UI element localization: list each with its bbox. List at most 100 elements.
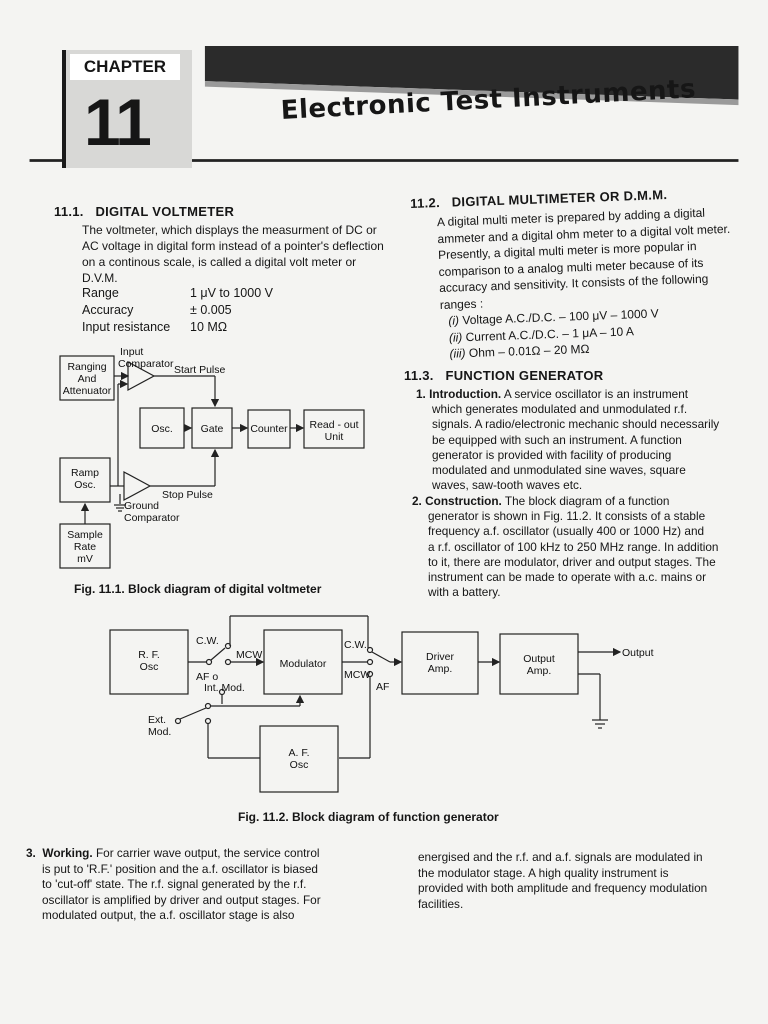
osc-label: Osc. (151, 423, 173, 435)
text-line: be equipped with such an instrument. A f… (432, 432, 682, 447)
item-number: 2. (412, 494, 422, 508)
text-line: which generates modulated and unmodulate… (432, 402, 688, 417)
text-line: A service oscillator is an instrument (503, 387, 689, 401)
mcw-label: MCW (344, 669, 370, 681)
gate-label: Gate (201, 423, 224, 435)
rf-osc-label: Osc (140, 661, 159, 673)
working-continued: energised and the r.f. and a.f. signals … (418, 850, 758, 912)
text-line: a r.f. oscillator of 100 kHz to 250 MHz … (428, 539, 719, 554)
readout-label: Unit (325, 431, 344, 443)
range-index: (iii) (449, 346, 466, 361)
working-paragraph: 3. Working. For carrier wave output, the… (26, 846, 366, 924)
text-line: facilities. (418, 896, 464, 911)
ground-comparator-label: Comparator (124, 512, 180, 524)
figure-11-2-caption: Fig. 11.2. Block diagram of function gen… (238, 810, 499, 824)
item-heading: Introduction. (429, 387, 502, 401)
spec-value: ± 0.005 (190, 303, 232, 317)
section-title: FUNCTION GENERATOR (445, 368, 604, 383)
input-comparator-label: Input (120, 346, 143, 358)
ranging-label: Attenuator (63, 385, 112, 397)
sample-label: mV (77, 553, 93, 565)
dvm-definition: The voltmeter, which displays the measur… (82, 223, 384, 285)
text-line: modulated and unmodulated sine waves, sq… (432, 463, 686, 478)
ext-mod-label: Mod. (148, 726, 171, 738)
range-index: (ii) (448, 329, 463, 345)
ramp-osc-block (59, 457, 111, 503)
ext-mod-label: Ext. (148, 714, 166, 726)
cw-label: C.W. (344, 639, 367, 651)
af-label: AF (376, 681, 389, 693)
dvm-block-diagram: Ranging And Attenuator Input Comparator … (59, 346, 365, 569)
text-line: is put to 'R.F.' position and the a.f. o… (42, 861, 318, 876)
text-line: The block diagram of a function (504, 494, 670, 508)
driver-amp-label: Driver (426, 651, 455, 663)
range-index: (i) (448, 313, 460, 328)
spec-label: Accuracy (82, 303, 134, 317)
ramp-label: Ramp (71, 467, 99, 479)
af-osc-block (259, 725, 339, 793)
output-amp-label: Amp. (527, 665, 552, 677)
af-osc-label: Osc (290, 759, 309, 771)
ground-comparator-label: Ground (124, 500, 159, 512)
ranging-attenuator-block (59, 355, 115, 401)
item-heading: Working. (42, 846, 93, 860)
modulator-label: Modulator (280, 658, 327, 670)
text-line: the modulator stage. A high quality inst… (418, 865, 669, 880)
rf-osc-label: R. F. (138, 649, 160, 661)
item-heading: Construction. (425, 494, 502, 508)
text-line: generator is provided with facility of p… (432, 447, 672, 462)
text-line: generator is shown in Fig. 11.2. It cons… (428, 509, 706, 524)
range-text: Ohm – 0.01Ω – 20 MΩ (468, 341, 590, 361)
text-line: instrument can be made to operate with a… (428, 570, 707, 585)
text-line: waves, saw-tooth waves etc. (432, 478, 583, 493)
spec-label: Input resistance (82, 320, 171, 334)
item-number: 3. (26, 846, 36, 860)
construction-paragraph: 2. Construction. The block diagram of a … (412, 494, 766, 600)
section-11-2: 11.2. DIGITAL MULTIMETER OR D.M.M. A dig… (410, 184, 768, 364)
function-generator-block-diagram: R. F. Osc C.W. MCW AF o Int. Mod. Modula… (109, 615, 654, 793)
input-comparator-label: Comparator (118, 358, 174, 370)
chapter-label: CHAPTER (70, 54, 180, 80)
item-number: 1. (416, 387, 426, 401)
figure-11-1-caption: Fig. 11.1. Block diagram of digital volt… (74, 582, 322, 596)
section-11-3-heading: 11.3. FUNCTION GENERATOR (404, 368, 603, 383)
start-pulse-label: Start Pulse (174, 364, 226, 376)
cw-label: C.W. (196, 635, 219, 647)
section-number: 11.3. (404, 368, 434, 383)
text-line: energised and the r.f. and a.f. signals … (418, 850, 703, 864)
section-11-1-heading: 11.1. DIGITAL VOLTMETER (54, 204, 234, 219)
text-line: provided with both amplitude and frequen… (418, 881, 708, 895)
af-osc-label: A. F. (288, 747, 309, 759)
section-number: 11.2. (410, 194, 441, 211)
text-line: to it, there are modulator, driver and o… (428, 554, 716, 569)
stop-pulse-label: Stop Pulse (162, 489, 213, 501)
section-title: DIGITAL VOLTMETER (95, 204, 235, 219)
sample-label: Sample (67, 529, 103, 541)
section-number: 11.1. (54, 204, 84, 219)
output-label: Output (622, 647, 654, 659)
readout-label: Read - out (309, 419, 358, 431)
ground-comparator-symbol (123, 470, 152, 502)
ranging-label: And (78, 373, 97, 385)
chapter-number: 11 (84, 85, 152, 159)
text-line: frequency a.f. oscillator (usually 400 o… (428, 524, 705, 539)
text-line: to 'cut-off' state. The r.f. signal gene… (42, 877, 307, 891)
spec-value: 10 MΩ (190, 320, 228, 334)
text-line: signals. A radio/electronic mechanic sho… (432, 417, 720, 432)
af-label: AF o (196, 671, 218, 683)
text-line: For carrier wave output, the service con… (95, 846, 320, 860)
counter-label: Counter (250, 423, 288, 435)
text-line: with a battery. (428, 585, 501, 600)
ranging-label: Ranging (67, 361, 106, 373)
introduction-paragraph: 1. Introduction. A service oscillator is… (416, 387, 766, 493)
spec-value: 1 μV to 1000 V (190, 286, 273, 300)
output-amp-label: Output (523, 653, 555, 665)
text-line: oscillator is amplified by driver and ou… (42, 892, 321, 907)
ramp-label: Osc. (74, 479, 96, 491)
driver-amp-label: Amp. (428, 663, 453, 675)
mcw-label: MCW (236, 649, 262, 661)
text-line: modulated output, the a.f. oscillator st… (42, 908, 295, 922)
spec-label: Range (82, 286, 119, 300)
int-mod-label: Int. Mod. (204, 682, 245, 694)
sample-label: Rate (74, 541, 96, 553)
